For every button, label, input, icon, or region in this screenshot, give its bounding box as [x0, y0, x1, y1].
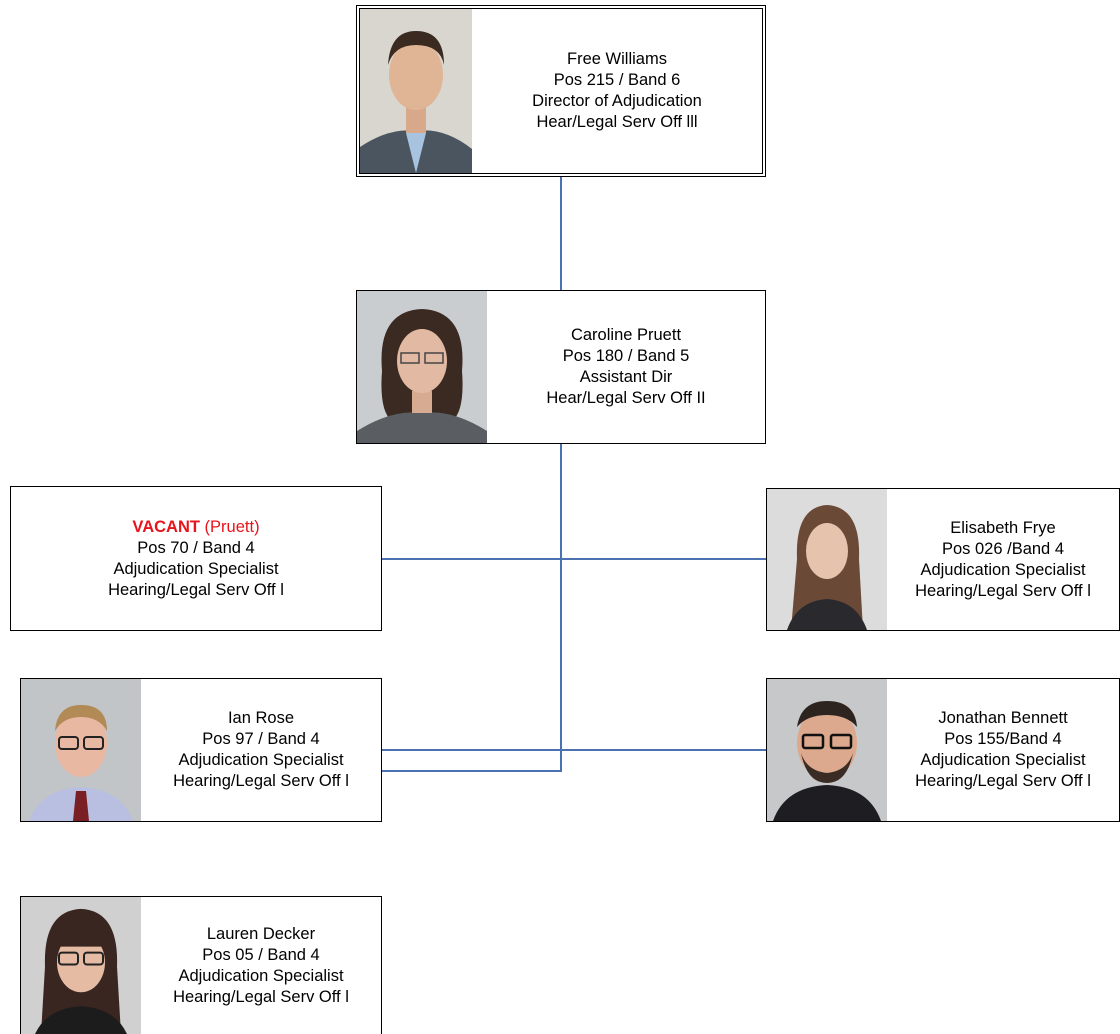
bennett-position: Pos 155/Band 4: [944, 730, 1062, 748]
connector-decker: [381, 770, 562, 772]
director-photo: [360, 9, 472, 173]
rose-name: Ian Rose: [227, 709, 295, 727]
director-position: Pos 215 / Band 6: [553, 71, 681, 89]
assistant-director-name: Caroline Pruett: [570, 326, 682, 344]
node-director[interactable]: Free Williams Pos 215 / Band 6 Director …: [356, 5, 766, 177]
rose-title: Adjudication Specialist: [178, 751, 344, 769]
frye-info: Elisabeth Frye Pos 026 /Band 4 Adjudicat…: [887, 489, 1119, 630]
node-rose[interactable]: Ian Rose Pos 97 / Band 4 Adjudication Sp…: [20, 678, 382, 822]
rose-position: Pos 97 / Band 4: [202, 730, 320, 748]
frye-classification: Hearing/Legal Serv Off l: [915, 581, 1091, 600]
vacant-position: Pos 70 / Band 4: [137, 538, 255, 557]
connector-trunk: [560, 443, 562, 772]
vacant-title: Adjudication Specialist: [113, 559, 279, 578]
bennett-title: Adjudication Specialist: [920, 751, 1086, 769]
vacant-note: (Pruett): [204, 517, 260, 536]
rose-photo: [21, 679, 141, 821]
vacant-info: VACANT (Pruett) Pos 70 / Band 4 Adjudica…: [11, 487, 381, 630]
director-classification: Hear/Legal Serv Off lll: [536, 113, 698, 131]
assistant-director-title: Assistant Dir: [579, 368, 673, 386]
bennett-info: Jonathan Bennett Pos 155/Band 4 Adjudica…: [887, 679, 1119, 821]
director-name: Free Williams: [567, 50, 667, 68]
node-bennett[interactable]: Jonathan Bennett Pos 155/Band 4 Adjudica…: [766, 678, 1120, 822]
director-info: Free Williams Pos 215 / Band 6 Director …: [472, 9, 762, 173]
node-decker[interactable]: Lauren Decker Pos 05 / Band 4 Adjudicati…: [20, 896, 382, 1034]
vacant-status-line: VACANT (Pruett): [132, 517, 259, 538]
assistant-director-classification: Hear/Legal Serv Off II: [546, 389, 706, 407]
decker-info: Lauren Decker Pos 05 / Band 4 Adjudicati…: [141, 897, 381, 1034]
frye-title: Adjudication Specialist: [920, 560, 1086, 579]
decker-photo: [21, 897, 141, 1034]
bennett-name: Jonathan Bennett: [938, 709, 1068, 727]
rose-info: Ian Rose Pos 97 / Band 4 Adjudication Sp…: [141, 679, 381, 821]
decker-classification: Hearing/Legal Serv Off l: [173, 987, 349, 1006]
bennett-photo: [767, 679, 887, 821]
rose-classification: Hearing/Legal Serv Off l: [173, 772, 349, 790]
node-vacant[interactable]: VACANT (Pruett) Pos 70 / Band 4 Adjudica…: [10, 486, 382, 631]
decker-position: Pos 05 / Band 4: [202, 945, 320, 964]
vacant-status: VACANT: [132, 517, 200, 536]
frye-position: Pos 026 /Band 4: [941, 539, 1064, 558]
assistant-director-info: Caroline Pruett Pos 180 / Band 5 Assista…: [487, 291, 765, 443]
connector-director-to-assistant: [560, 176, 562, 291]
frye-name: Elisabeth Frye: [950, 518, 1056, 537]
connector-row2: [381, 749, 767, 751]
node-assistant-director[interactable]: Caroline Pruett Pos 180 / Band 5 Assista…: [356, 290, 766, 444]
node-frye[interactable]: Elisabeth Frye Pos 026 /Band 4 Adjudicat…: [766, 488, 1120, 631]
connector-row1: [381, 558, 767, 560]
director-title: Director of Adjudication: [532, 92, 702, 110]
vacant-classification: Hearing/Legal Serv Off l: [108, 580, 284, 599]
assistant-director-photo: [357, 291, 487, 443]
decker-title: Adjudication Specialist: [178, 966, 344, 985]
assistant-director-position: Pos 180 / Band 5: [562, 347, 690, 365]
frye-photo: [767, 489, 887, 630]
decker-name: Lauren Decker: [206, 924, 316, 943]
bennett-classification: Hearing/Legal Serv Off l: [915, 772, 1091, 790]
